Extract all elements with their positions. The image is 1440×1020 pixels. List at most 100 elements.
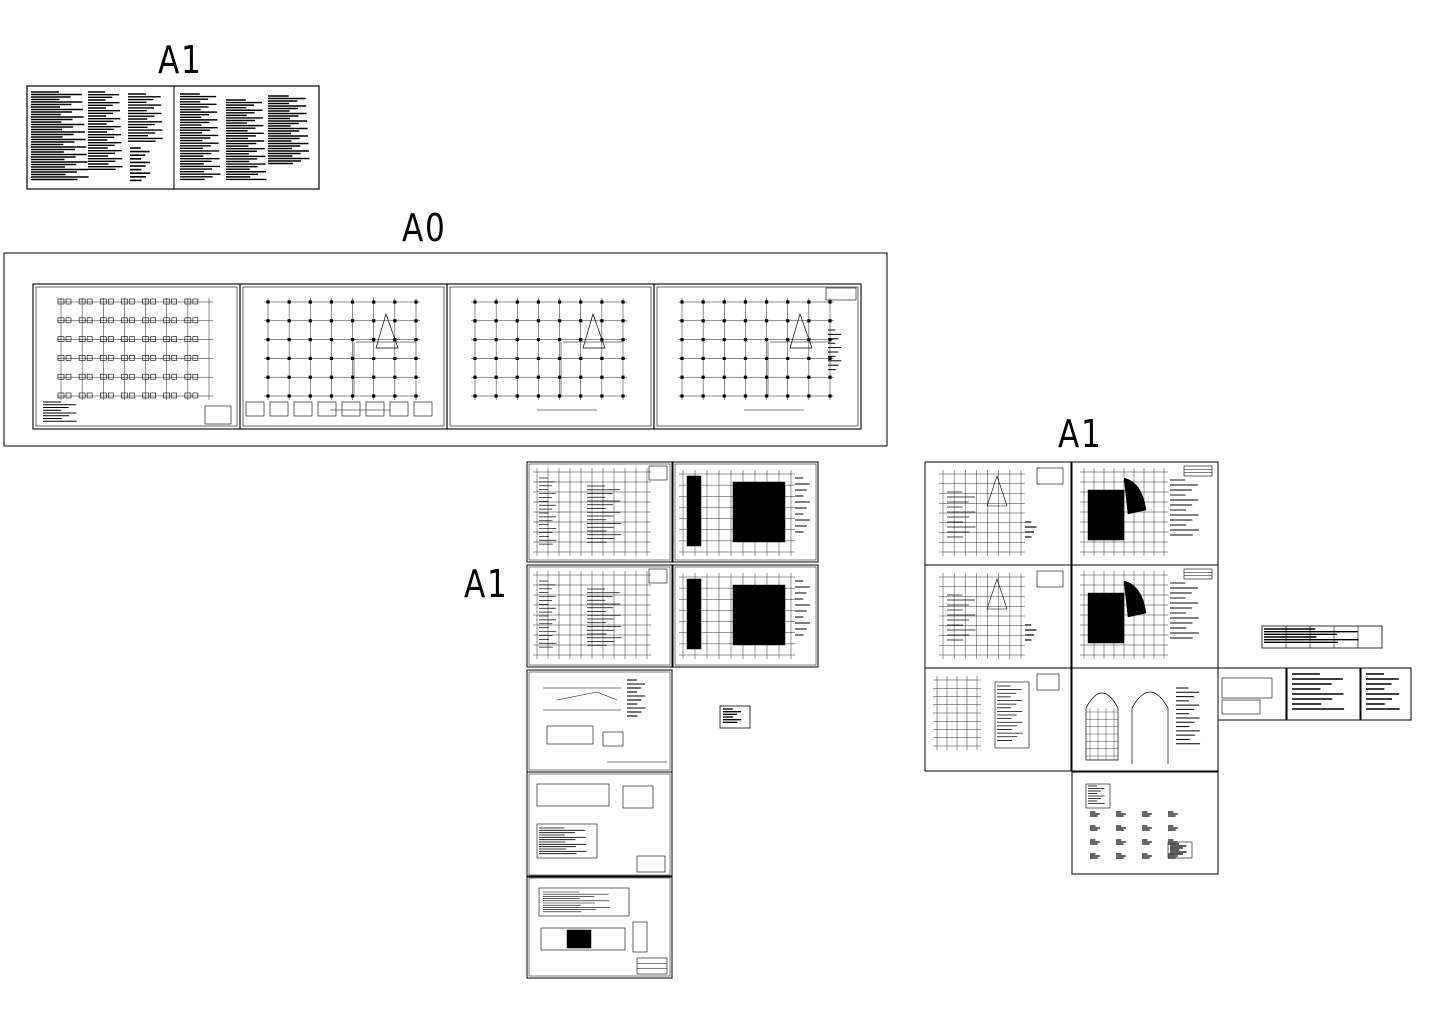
a1-drawing-sheet [1071,771,1219,875]
text-lines [1292,673,1345,710]
text-lines [1168,825,1178,831]
text-lines [539,477,557,545]
a1-drawing-sheet [1071,564,1219,669]
column-markers [680,300,832,398]
a1-right-sheet-group [924,461,1412,875]
a1-drawing-sheet [1071,667,1219,772]
triangular-plan-outline [986,475,1008,507]
arch-elevation [1085,692,1119,761]
text-lines [130,147,151,182]
text-lines [1116,839,1126,845]
title-block [636,957,668,975]
text-lines [88,91,123,171]
triangular-plan-outline [986,578,1008,610]
text-lines [1168,811,1178,817]
a0-sheet-group [3,252,888,447]
sheet-set-label-a1-middle: A1 [464,562,509,606]
text-lines [1170,843,1187,855]
text-lines [226,99,267,181]
a1-drawing-sheet [526,564,673,668]
text-lines [723,708,742,723]
section-profile [556,691,618,701]
text-lines [539,580,557,648]
text-lines [180,93,221,181]
structural-grid [939,573,1025,659]
text-lines [539,827,587,855]
triangular-plan-outline [789,312,813,349]
text-lines [947,491,976,538]
notes-text-block [31,91,163,182]
a1-drawing-sheet [526,771,673,878]
text-lines [1025,624,1037,641]
text-lines [1264,628,1359,644]
text-lines [1366,673,1400,710]
title-block [1183,465,1213,477]
a1-drawing-sheet [526,461,673,563]
column-markers [473,300,625,398]
text-lines [1142,811,1152,817]
a1-drawing-sheet [526,669,673,773]
text-lines [1088,785,1105,804]
a1-drawing-sheet [924,461,1072,566]
triangular-plan-outline [582,312,606,349]
text-lines [128,93,163,142]
structural-grid [533,571,651,659]
sheet-set-label-a1-right: A1 [1058,412,1103,456]
text-lines [1116,811,1126,817]
a1-drawing-sheet [1071,461,1219,566]
text-lines [587,588,622,646]
a1-detail-sheet-strip [1217,667,1412,721]
text-lines [1116,853,1126,859]
text-lines [1025,521,1037,538]
text-lines [31,91,89,181]
text-lines [1176,687,1201,745]
a0-drawing-sheet [446,283,655,430]
text-lines [1090,825,1100,831]
text-lines [268,95,310,165]
small-detail-block [719,705,751,729]
a1-drawing-sheet [924,667,1072,772]
structural-grid [533,468,651,556]
triangular-plan-outline [375,312,399,349]
structural-grid [933,676,981,750]
filled-roof-area [1123,580,1147,618]
text-lines [1142,839,1152,845]
text-lines [795,580,811,636]
a1-middle-sheet-group [526,461,819,979]
structural-grid [57,298,213,400]
filled-roof-area [1123,477,1147,515]
text-lines [543,891,611,913]
foundation-blocks [57,298,199,399]
a0-drawing-sheet [239,283,448,430]
structural-grid [939,470,1025,556]
text-lines [1142,825,1152,831]
text-lines [1090,811,1100,817]
text-lines [795,477,811,533]
text-lines [828,329,842,371]
arch-elevation [1131,691,1169,764]
text-lines [1116,825,1126,831]
detail-row [245,401,433,417]
structural-grid [471,298,627,400]
a0-drawing-sheet [653,283,862,430]
sheet-set-label-a0: A0 [402,206,447,250]
text-lines [43,401,77,422]
text-lines [1090,839,1100,845]
structural-grid [264,298,420,400]
notes-text-block [180,93,310,181]
a1-notes-sheet-group [26,85,320,190]
text-lines [627,679,646,717]
structural-grid [678,298,834,400]
text-lines [947,594,976,641]
text-lines [1142,853,1152,859]
a1-drawing-sheet [672,564,819,668]
a0-drawing-sheet [32,283,241,430]
structural-grid [1086,708,1118,760]
a1-drawing-sheet [526,875,673,979]
title-block [1183,568,1213,580]
text-lines [997,685,1023,741]
column-markers [266,300,418,398]
text-lines [587,485,622,543]
a1-drawing-sheet [924,564,1072,669]
